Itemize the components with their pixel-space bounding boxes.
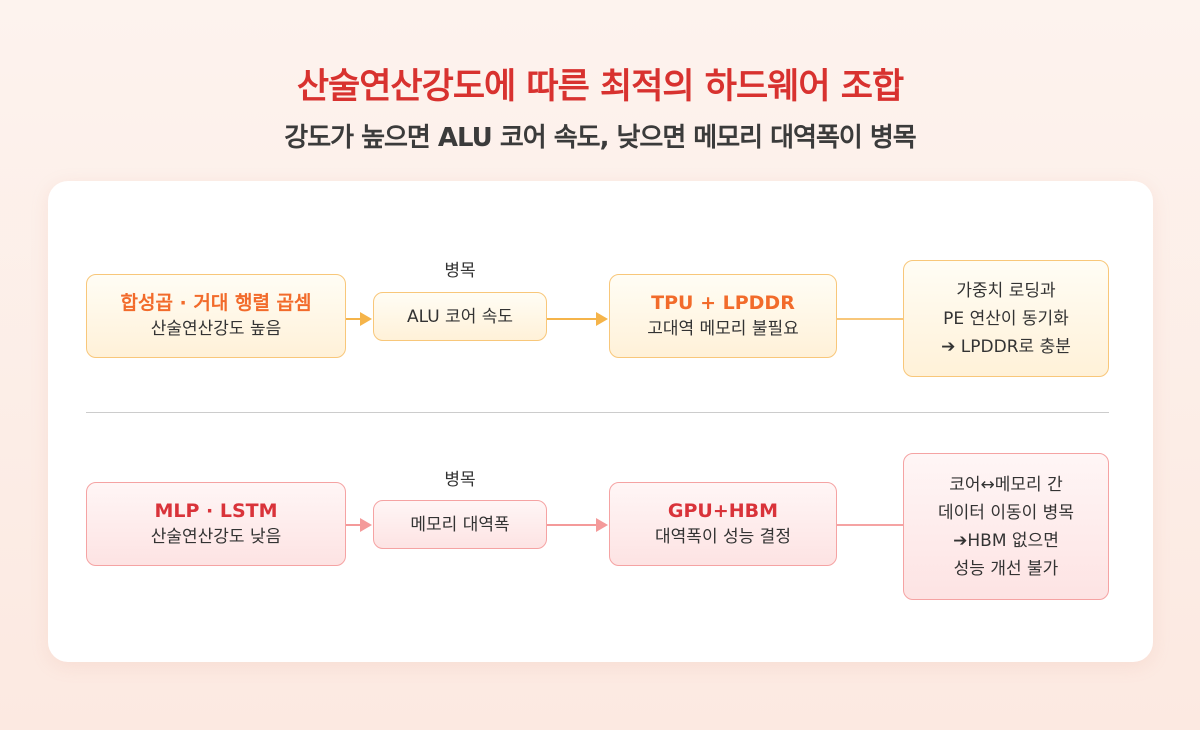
workload-box-high: 합성곱 · 거대 행렬 곱셈 산술연산강도 높음 xyxy=(86,274,346,358)
note-box: 가중치 로딩과 PE 연산이 동기화 ➔ LPDDR로 충분 xyxy=(903,260,1109,377)
connector xyxy=(346,524,366,526)
note-line: ➔HBM 없으면 xyxy=(953,530,1059,551)
bottleneck-label: 병목 xyxy=(444,470,476,490)
workload-desc: 산술연산강도 낮음 xyxy=(150,527,282,547)
page-title: 산술연산강도에 따른 최적의 하드웨어 조합 xyxy=(296,67,904,107)
connector xyxy=(837,318,903,320)
arrow-icon xyxy=(596,518,608,532)
bottleneck-text: ALU 코어 속도 xyxy=(406,306,514,327)
page-subtitle: 강도가 높으면 ALU 코어 속도, 낮으면 메모리 대역폭이 병목 xyxy=(284,123,916,153)
bottleneck-box: 메모리 대역폭 xyxy=(373,500,547,549)
hardware-desc: 대역폭이 성능 결정 xyxy=(655,527,791,547)
hardware-title: GPU+HBM xyxy=(667,500,779,522)
bottleneck-text: 메모리 대역폭 xyxy=(410,514,510,535)
note-line: PE 연산이 동기화 xyxy=(943,308,1069,329)
arrow-icon xyxy=(360,518,372,532)
hardware-box: TPU + LPDDR 고대역 메모리 불필요 xyxy=(609,274,837,358)
workload-title: 합성곱 · 거대 행렬 곱셈 xyxy=(120,292,312,314)
connector xyxy=(547,524,599,526)
hardware-title: TPU + LPDDR xyxy=(651,292,795,314)
note-line: 가중치 로딩과 xyxy=(956,280,1056,301)
divider xyxy=(86,412,1109,413)
workload-box-low: MLP · LSTM 산술연산강도 낮음 xyxy=(86,482,346,566)
workload-desc: 산술연산강도 높음 xyxy=(150,319,282,339)
note-line: 코어↔메모리 간 xyxy=(949,474,1063,495)
bottleneck-label: 병목 xyxy=(444,261,476,281)
connector xyxy=(547,318,599,320)
bottleneck-box: ALU 코어 속도 xyxy=(373,292,547,341)
arrow-icon xyxy=(596,312,608,326)
workload-title: MLP · LSTM xyxy=(154,500,278,522)
connector xyxy=(837,524,903,526)
note-line: 데이터 이동이 병목 xyxy=(938,502,1074,523)
note-line: ➔ LPDDR로 충분 xyxy=(941,336,1071,357)
note-line: 성능 개선 불가 xyxy=(953,558,1059,579)
hardware-desc: 고대역 메모리 불필요 xyxy=(647,319,799,339)
connector xyxy=(346,318,366,320)
arrow-icon xyxy=(360,312,372,326)
note-box: 코어↔메모리 간 데이터 이동이 병목 ➔HBM 없으면 성능 개선 불가 xyxy=(903,453,1109,600)
hardware-box: GPU+HBM 대역폭이 성능 결정 xyxy=(609,482,837,566)
